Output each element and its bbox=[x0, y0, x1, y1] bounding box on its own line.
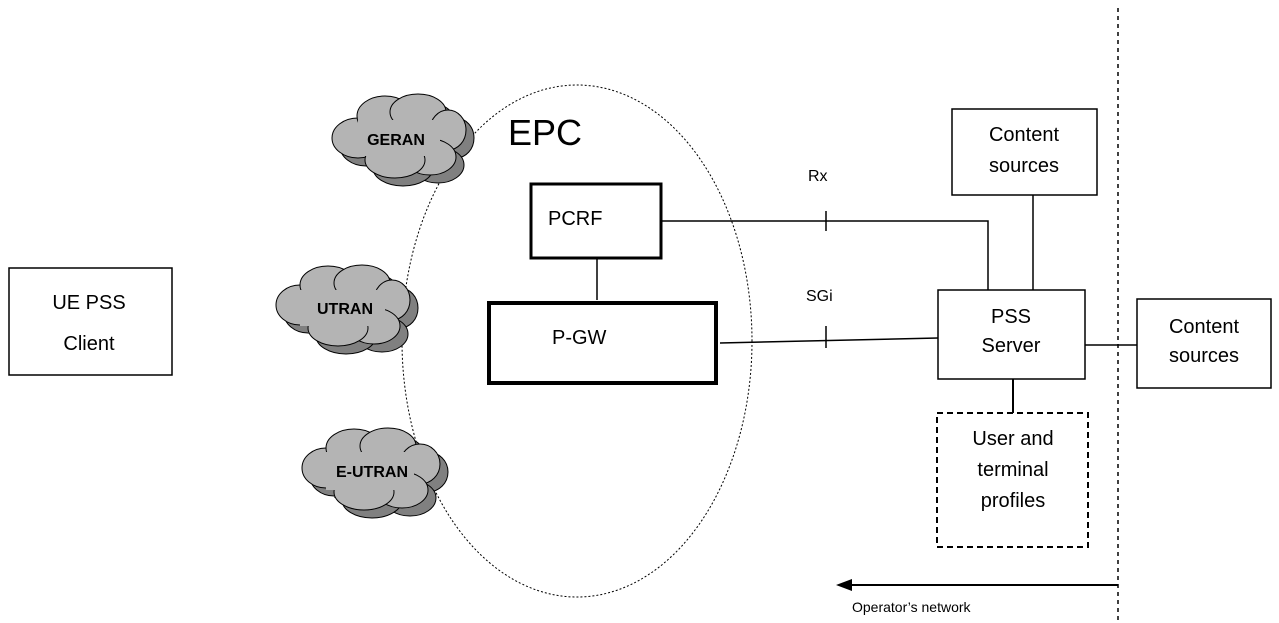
user-terminal-profiles-box: User and terminal profiles bbox=[936, 412, 1089, 548]
geran-label: GERAN bbox=[367, 132, 425, 149]
rx-interface-label: Rx bbox=[808, 168, 828, 185]
pss-server-box: PSS Server bbox=[937, 289, 1086, 380]
operator-network-arrow bbox=[836, 579, 1118, 591]
content-sources-top-line1: Content bbox=[989, 124, 1059, 146]
epc-label: EPC bbox=[508, 112, 582, 153]
sgi-link: SGi bbox=[719, 288, 939, 348]
pss-server-line2: Server bbox=[982, 335, 1041, 357]
content-sources-right-box: Content sources bbox=[1136, 298, 1272, 389]
pgw-label: P-GW bbox=[552, 327, 607, 349]
content-sources-top-line2: sources bbox=[989, 155, 1059, 177]
rx-link: Rx bbox=[661, 168, 989, 290]
content-sources-top-box: Content sources bbox=[951, 108, 1098, 196]
operator-network-label: Operator’s network bbox=[852, 599, 972, 615]
sgi-interface-label: SGi bbox=[806, 288, 833, 305]
pgw-box: P-GW bbox=[487, 301, 718, 385]
epc-boundary: EPC bbox=[401, 84, 753, 598]
ue-pss-client-box: UE PSS Client bbox=[8, 267, 173, 376]
pcrf-box: PCRF bbox=[529, 182, 663, 260]
ue-client-label-line1: UE PSS bbox=[52, 292, 125, 314]
pss-server-line1: PSS bbox=[991, 306, 1031, 328]
utran-cloud: UTRAN bbox=[275, 264, 419, 355]
eutran-cloud: E-UTRAN bbox=[301, 427, 449, 519]
content-sources-right-line1: Content bbox=[1169, 316, 1239, 338]
profiles-line2: terminal bbox=[977, 459, 1048, 481]
profiles-line1: User and bbox=[972, 428, 1053, 450]
content-sources-right-line2: sources bbox=[1169, 345, 1239, 367]
geran-cloud: GERAN bbox=[331, 93, 475, 187]
utran-label: UTRAN bbox=[317, 301, 373, 318]
eutran-label: E-UTRAN bbox=[336, 464, 408, 481]
pcrf-label: PCRF bbox=[548, 208, 602, 230]
ue-client-label-line2: Client bbox=[63, 333, 115, 355]
profiles-line3: profiles bbox=[981, 490, 1045, 512]
